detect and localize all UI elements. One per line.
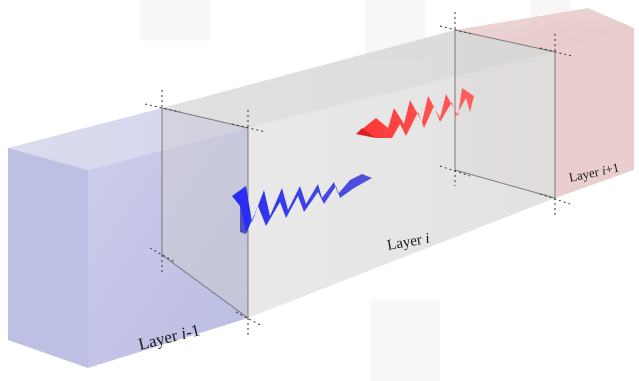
label-layer-next: Layer i+1 (568, 160, 621, 185)
label-layer-current: Layer i (386, 231, 431, 254)
layer-prev-box (8, 108, 248, 368)
backward-wave-arrow (356, 88, 474, 138)
background-shapes (140, 0, 570, 381)
interface-dash-marks (144, 12, 573, 336)
forward-wave-arrow (232, 174, 372, 234)
layer-current-box (162, 30, 555, 318)
